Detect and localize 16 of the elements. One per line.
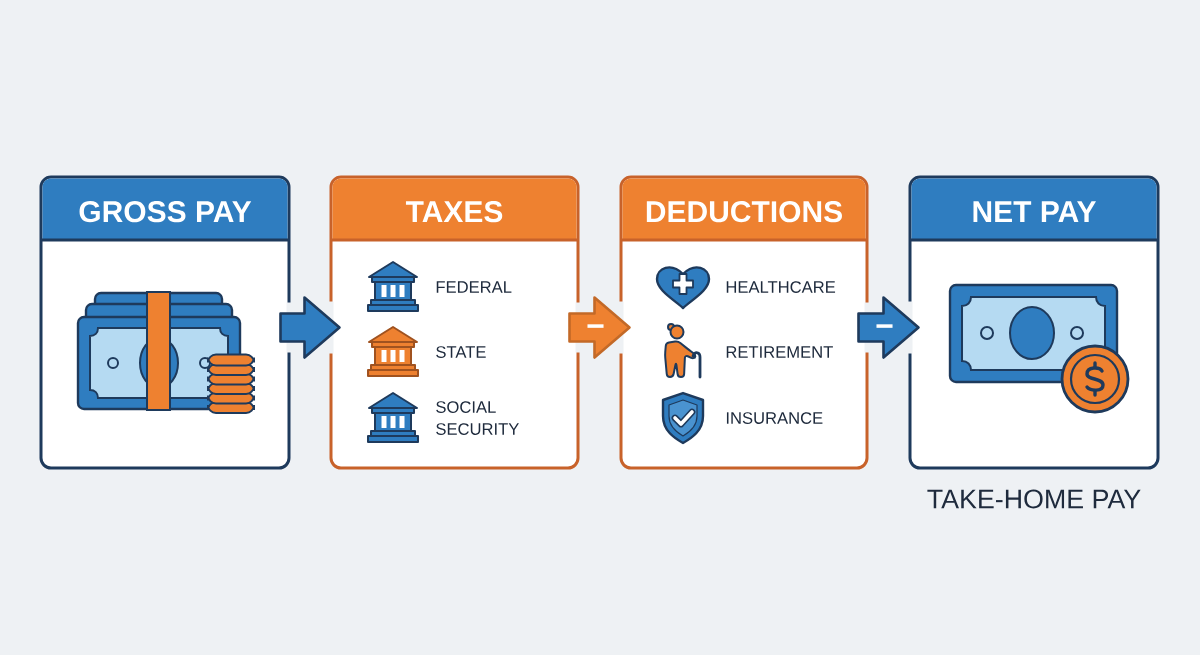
item-label: HEALTHCARE: [726, 281, 836, 293]
block-arrow: [857, 296, 920, 359]
item-label: RETIREMENT: [726, 346, 833, 358]
edge-label: −: [587, 324, 604, 328]
edge-label: −: [876, 324, 893, 328]
block-arrow: [568, 296, 631, 359]
card-header: NET PAY: [910, 178, 1158, 242]
card-header: GROSS PAY: [41, 178, 289, 242]
item-label: STATE: [436, 346, 486, 358]
block-arrow: [279, 296, 341, 359]
card-header: DEDUCTIONS: [621, 178, 867, 242]
card-header: TAXES: [331, 178, 578, 242]
node-label: TAKE-HOME PAY: [927, 489, 1141, 509]
item-label: FEDERAL: [436, 281, 512, 293]
item-label: INSURANCE: [726, 412, 823, 424]
item-label: SOCIAL SECURITY: [436, 401, 519, 435]
